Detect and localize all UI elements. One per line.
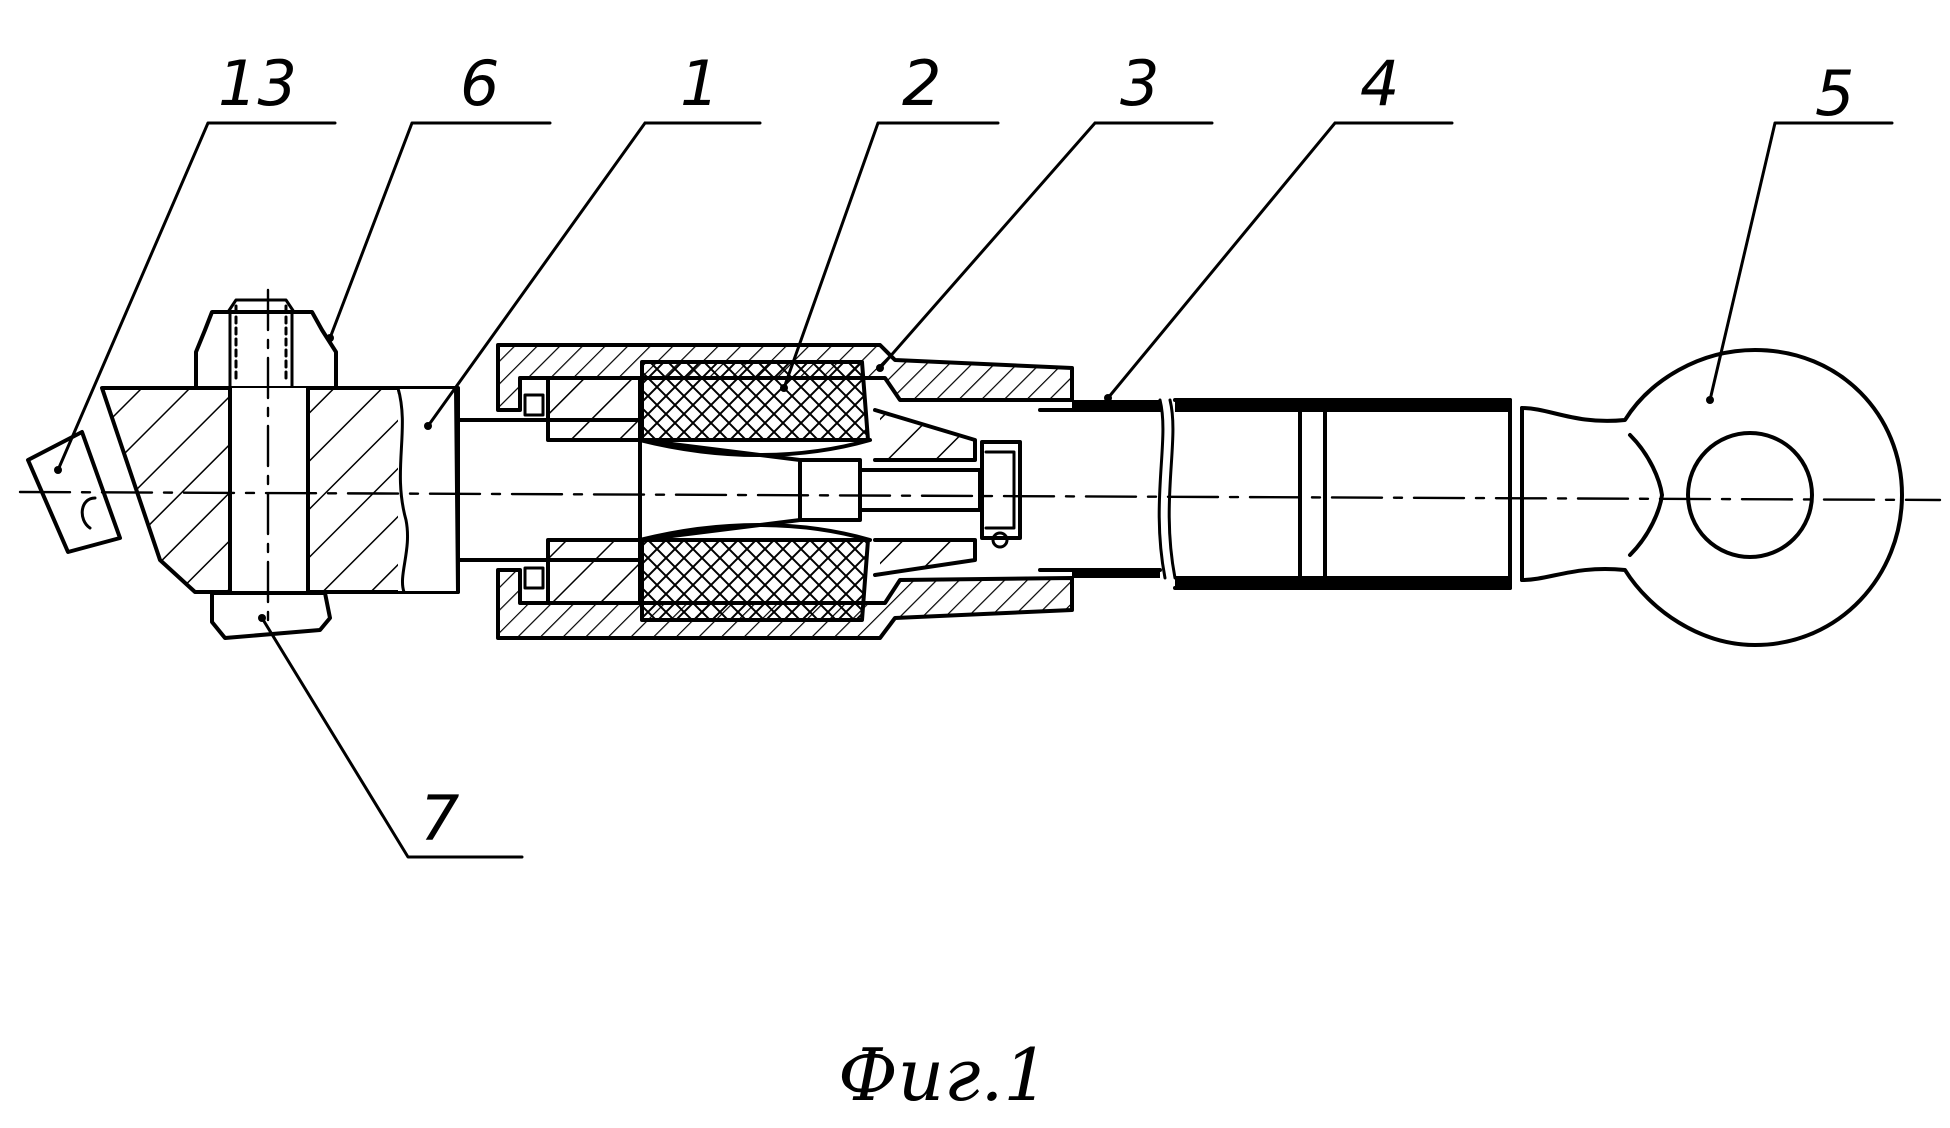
inner-rod [638,438,1022,549]
part-13-end-plate [26,430,122,554]
center-line [18,490,1942,502]
part-6-bolt [194,298,338,595]
label-13: 13 [218,47,297,120]
figure-caption: Фиг.1 [838,1033,1049,1117]
part-4-tube [1038,398,1524,590]
label-7: 7 [420,782,459,855]
label-5: 5 [1815,57,1854,130]
label-3: 3 [1120,47,1159,120]
part-5-eye [1520,348,1904,647]
label-1: 1 [680,47,719,120]
leader-lines [54,121,1894,859]
label-6: 6 [460,47,499,120]
label-2: 2 [902,47,941,120]
part-7-nut [210,591,332,640]
label-4: 4 [1360,47,1399,120]
part-2-elastic-element [638,360,872,622]
